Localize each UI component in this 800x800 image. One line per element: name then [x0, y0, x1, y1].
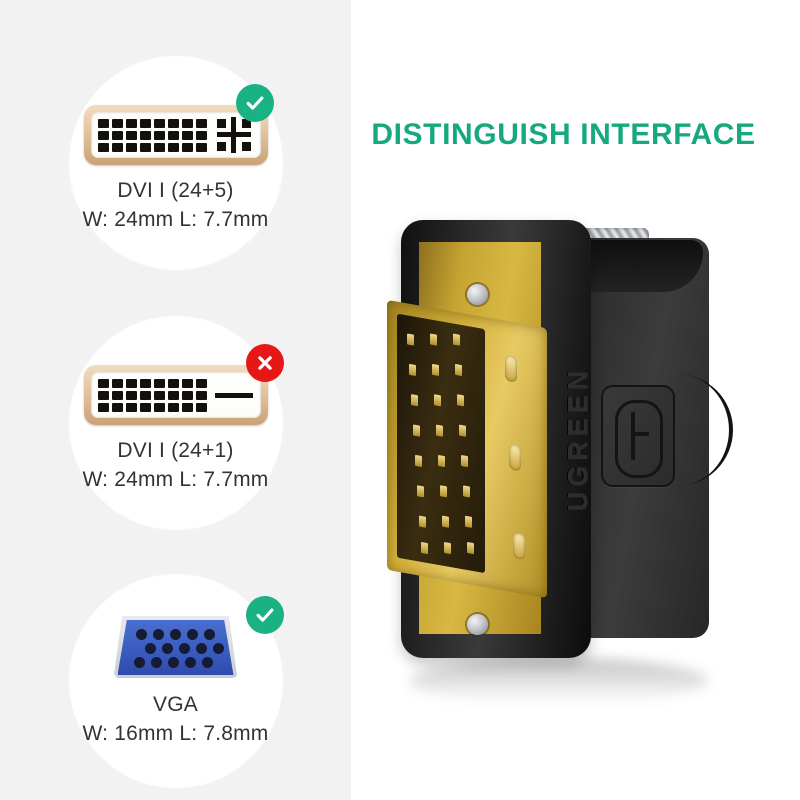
- flat-blade-icon: [214, 392, 253, 398]
- connector-name: DVI I (24+1): [117, 439, 234, 462]
- check-icon: [256, 608, 274, 622]
- check-icon: [246, 96, 264, 110]
- vga-connector-illustration: [113, 616, 238, 678]
- pin-grid: [97, 378, 207, 412]
- faceplate-screw-bottom: [467, 614, 488, 635]
- analog-blade-zone: [207, 372, 261, 418]
- pin-grid: [97, 118, 207, 152]
- connector-face: [90, 112, 261, 158]
- brand-wordmark: UGREEN: [561, 308, 595, 568]
- pin-grid: [114, 616, 238, 678]
- status-badge-not-supported: [246, 344, 284, 382]
- connector-card-dvi-i-24-5: DVI I (24+5) W: 24mm L: 7.7mm: [0, 48, 351, 306]
- connector-name: DVI I (24+5): [117, 179, 234, 202]
- page-title: DISTINGUISH INTERFACE: [371, 118, 756, 151]
- connector-face: [90, 372, 261, 418]
- brand-wordmark-text: UGREEN: [562, 365, 593, 511]
- analog-slot-pin-middle: [509, 443, 521, 472]
- connector-caption: DVI I (24+5) W: 24mm L: 7.7mm: [0, 178, 351, 234]
- dvi-i-24-5-connector-illustration: [83, 105, 268, 165]
- connector-dimensions: W: 24mm L: 7.7mm: [82, 468, 269, 492]
- logo-arc-icon: [675, 374, 733, 486]
- analog-blade-zone: [207, 112, 261, 158]
- status-badge-supported: [246, 596, 284, 634]
- analog-slot-pin-top: [505, 354, 517, 383]
- dvi-male-connector: [387, 299, 547, 599]
- dvi-pin-recess: [397, 313, 485, 574]
- connector-dimensions: W: 16mm L: 7.8mm: [82, 722, 269, 746]
- status-badge-supported: [236, 84, 274, 122]
- connector-dimensions: W: 24mm L: 7.7mm: [82, 208, 269, 232]
- connector-name: VGA: [153, 693, 198, 716]
- analog-slot-pin-bottom: [513, 532, 525, 561]
- cross-blade-icon: [216, 117, 251, 153]
- connector-comparison-panel: DVI I (24+5) W: 24mm L: 7.7mm: [0, 0, 351, 800]
- product-photo-dvi-to-vga-adapter: UGREEN: [379, 210, 779, 704]
- faceplate-screw-top: [467, 284, 488, 305]
- cross-icon: [258, 356, 272, 370]
- connector-card-dvi-i-24-1: DVI I (24+1) W: 24mm L: 7.7mm: [0, 308, 351, 566]
- product-shadow: [409, 658, 709, 704]
- product-showcase-panel: DISTINGUISH INTERFACE UGREEN: [351, 0, 800, 800]
- connector-caption: VGA W: 16mm L: 7.8mm: [0, 692, 351, 748]
- dvi-i-24-1-connector-illustration: [83, 365, 268, 425]
- connector-card-vga: VGA W: 16mm L: 7.8mm: [0, 566, 351, 800]
- connector-caption: DVI I (24+1) W: 24mm L: 7.7mm: [0, 438, 351, 494]
- u-logo-icon: [615, 400, 663, 478]
